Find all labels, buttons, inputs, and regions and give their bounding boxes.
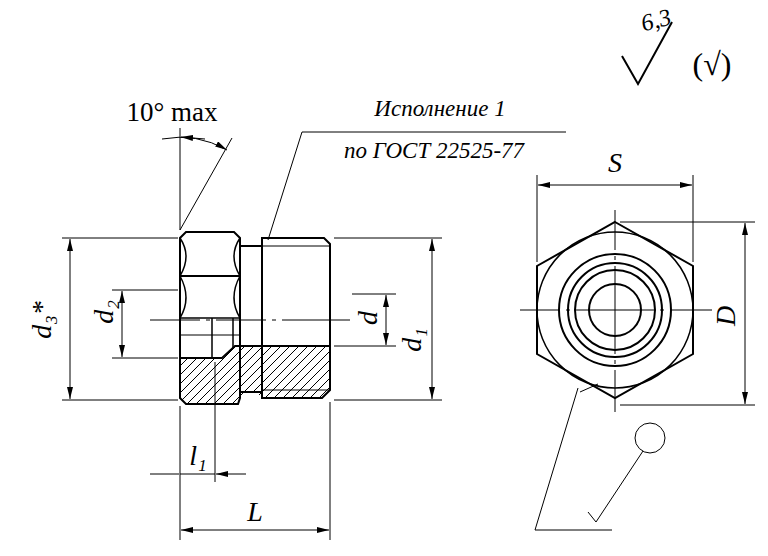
thread-line [262,246,330,247]
extension-line [62,238,178,400]
leader-tick [580,384,598,392]
dimensions [62,128,566,540]
leader-line [588,451,643,522]
extension-line [112,290,178,358]
dimension-label: L [247,498,263,526]
dimension-line [150,474,246,475]
roughness-default: (√) [693,48,732,80]
dimension-label: l₁ [189,442,207,470]
face-edge [180,317,240,319]
face-edge [180,275,240,277]
dimension-label: D [712,306,740,326]
section-hatch [0,324,456,404]
dimension-line [745,223,746,404]
extension-line [180,362,330,540]
dimension-line [432,239,433,399]
centerline [150,320,350,321]
leader-line [535,388,612,530]
extension-line [537,175,693,262]
angle-arc [162,137,227,150]
leader-line [268,132,566,240]
version-note: Исполнение 1 [374,97,505,120]
socket-line [180,335,240,336]
chamfer-arc [180,238,240,276]
extension-line [620,222,755,405]
dimension-line [122,291,123,357]
angle-label: 10° max [126,99,217,126]
dimension-label: d₁ [398,328,426,352]
extension-line [334,294,396,346]
centerline [520,310,712,311]
dimension-label: d₂ [90,300,118,324]
side-view [180,232,330,404]
dimension-line [181,530,329,531]
angle-arrow [181,137,205,139]
dimension-line [538,185,692,186]
standard-note: по ГОСТ 22525-77 [344,139,524,162]
dimension-label: d₃* [28,301,56,339]
dimension-label: S [608,149,622,177]
dimension-line [386,295,387,345]
extension-line [180,128,232,230]
dimension-label: d [354,311,382,325]
chamfer-arc [180,276,240,318]
end-view [520,175,755,530]
dimension-line [70,239,71,399]
roughness-value: 6,3 [638,5,673,36]
extension-line [334,238,442,400]
dimension-line [180,474,215,475]
callout-circle [635,423,665,453]
hatch-lines [0,324,456,404]
centerline [615,210,616,412]
